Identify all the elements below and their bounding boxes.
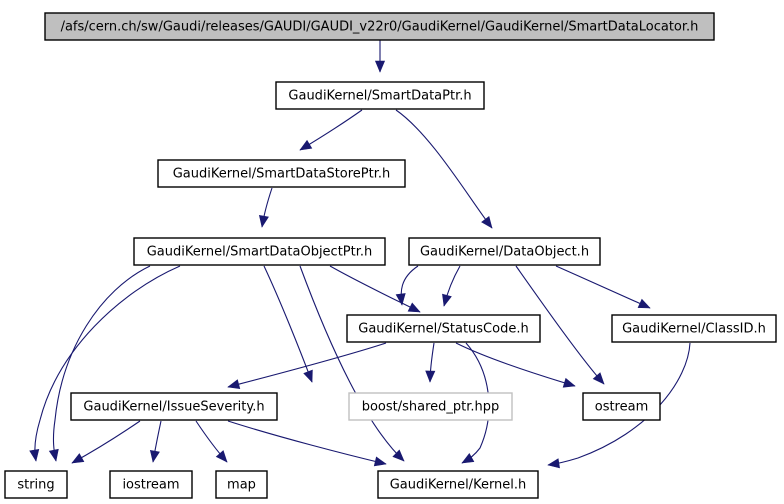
node-box[interactable] [133, 237, 386, 266]
edge-arrowhead [215, 450, 228, 463]
graph-edge [329, 265, 421, 313]
edge-line [263, 265, 313, 383]
edge-line [555, 265, 651, 309]
nodes-layer: /afs/cern.ch/sw/Gaudi/releases/GAUDI/GAU… [4, 12, 777, 499]
edge-line [329, 265, 421, 313]
graph-node-string[interactable]: string [4, 470, 68, 499]
edge-arrowhead [592, 372, 605, 385]
edge-arrowhead [48, 448, 59, 462]
graph-edge [395, 265, 419, 306]
graph-edge [555, 265, 651, 309]
edge-line [34, 265, 181, 462]
node-box[interactable] [611, 314, 777, 343]
edges-layer [29, 40, 691, 469]
graph-edge [149, 420, 162, 463]
graph-edge [227, 342, 387, 390]
edge-arrowhead [149, 450, 160, 463]
graph-edge [442, 265, 461, 307]
edge-line [227, 342, 387, 388]
graph-edge [455, 342, 576, 388]
graph-node-smartdataobjectptr[interactable]: GaudiKernel/SmartDataObjectPtr.h [133, 237, 386, 266]
graph-edge [227, 420, 387, 467]
graph-node-map[interactable]: map [215, 470, 268, 499]
edge-arrowhead [547, 458, 560, 469]
node-box[interactable] [70, 392, 278, 421]
graph-edge [299, 265, 405, 462]
edge-arrowhead [425, 370, 436, 383]
edge-arrowhead [227, 379, 241, 390]
graph-node-sharedptr[interactable]: boost/shared_ptr.hpp [348, 392, 513, 421]
edge-arrowhead [461, 453, 475, 464]
graph-edge [395, 109, 493, 229]
node-box[interactable] [275, 81, 485, 110]
graph-edge [29, 265, 181, 462]
edge-arrowhead [29, 449, 40, 462]
node-box[interactable] [215, 470, 268, 499]
graph-node-smartdatastoreptr[interactable]: GaudiKernel/SmartDataStorePtr.h [157, 159, 406, 188]
edge-line [455, 342, 576, 387]
edge-line [515, 265, 605, 385]
graph-edge [425, 342, 436, 383]
graph-edge [461, 342, 490, 464]
graph-node-ostream[interactable]: ostream [582, 392, 661, 421]
edge-line [227, 420, 387, 465]
graph-node-classid[interactable]: GaudiKernel/ClassID.h [611, 314, 777, 343]
edge-line [299, 265, 405, 462]
edge-line [395, 109, 493, 229]
graph-node-dataobject[interactable]: GaudiKernel/DataObject.h [408, 237, 601, 266]
node-box[interactable] [44, 12, 715, 41]
graph-node-smartdataptr[interactable]: GaudiKernel/SmartDataPtr.h [275, 81, 485, 110]
graph-node-issueseverity[interactable]: GaudiKernel/IssueSeverity.h [70, 392, 278, 421]
graph-edge [515, 265, 605, 385]
graph-edge [48, 265, 151, 462]
edge-arrowhead [299, 139, 313, 151]
graph-edge [547, 342, 691, 469]
edge-arrowhead [303, 369, 313, 383]
graph-edge [374, 40, 386, 73]
node-box[interactable] [408, 237, 601, 266]
node-box[interactable] [348, 392, 513, 421]
edge-arrowhead [407, 302, 421, 313]
edge-arrowhead [392, 449, 405, 462]
node-box[interactable] [109, 470, 193, 499]
edge-arrowhead [481, 215, 493, 229]
node-box[interactable] [157, 159, 406, 188]
edge-arrowhead [258, 214, 269, 228]
node-box[interactable] [346, 314, 541, 343]
node-box[interactable] [4, 470, 68, 499]
graph-edge [258, 187, 273, 228]
edge-arrowhead [637, 298, 651, 309]
edge-arrowhead [71, 453, 85, 464]
graph-edge [299, 109, 363, 151]
graph-node-iostream[interactable]: iostream [109, 470, 193, 499]
edge-arrowhead [373, 456, 387, 467]
graph-edge [71, 420, 141, 464]
edge-arrowhead [395, 293, 406, 306]
node-box[interactable] [377, 470, 539, 499]
node-box[interactable] [582, 392, 661, 421]
edge-line [52, 265, 151, 462]
edge-arrowhead [374, 60, 386, 73]
graph-edge [195, 420, 228, 463]
graph-node-kernel[interactable]: GaudiKernel/Kernel.h [377, 470, 539, 499]
graph-node-statuscode[interactable]: GaudiKernel/StatusCode.h [346, 314, 541, 343]
edge-arrowhead [442, 293, 452, 307]
graph-node-smartdatalocator[interactable]: /afs/cern.ch/sw/Gaudi/releases/GAUDI/GAU… [44, 12, 715, 41]
graph-edge [263, 265, 313, 383]
edge-line [71, 420, 141, 464]
edge-arrowhead [562, 377, 576, 388]
